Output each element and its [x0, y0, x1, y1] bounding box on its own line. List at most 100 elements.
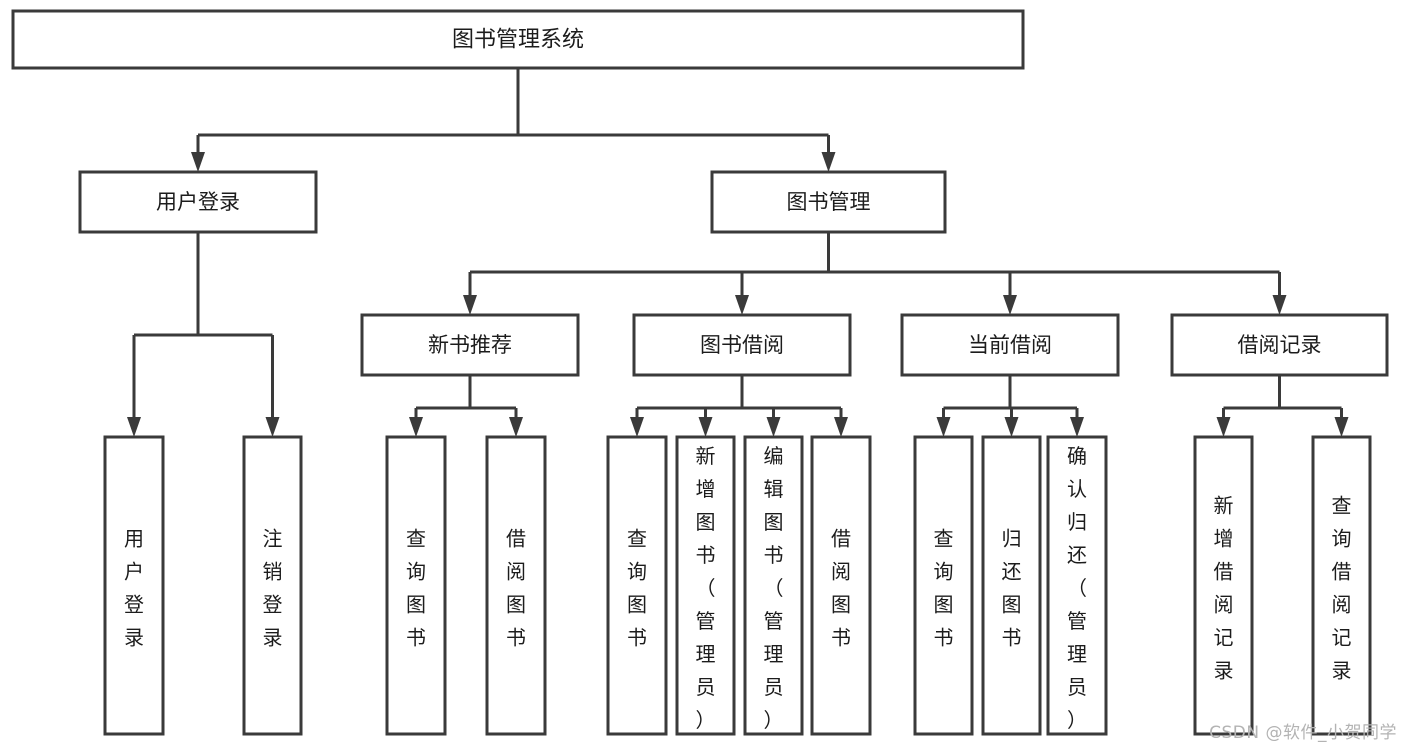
leaf-label-char: 询 [406, 560, 426, 584]
leaf-label-char: 新 [1214, 494, 1234, 518]
leaf-label-char: 图 [1002, 593, 1022, 617]
node-box[interactable] [606, 435, 668, 736]
leaf-label-char: 认 [1067, 477, 1087, 501]
leaf-label-char: 注 [263, 527, 283, 551]
leaf-label-char: 查 [1332, 494, 1352, 518]
node-box[interactable] [1046, 435, 1108, 736]
node-box[interactable] [485, 435, 547, 736]
node-box[interactable] [900, 313, 1120, 377]
leaf-label-char: 查 [627, 527, 647, 551]
node-root-title[interactable]: 图书管理系统 [11, 9, 1025, 70]
arrow-head-icon-return-book [1004, 417, 1019, 437]
node-label: 当前借阅 [968, 333, 1052, 357]
node-box[interactable] [103, 435, 165, 736]
arrow-head-icon-add-book-admin [698, 417, 713, 437]
leaf-label-char: 员 [764, 675, 784, 699]
leaf-label-char: 管 [1067, 609, 1087, 633]
leaf-label-char: 书 [506, 626, 526, 650]
leaf-label-char: 借 [506, 527, 526, 551]
leaf-label-char: 书 [406, 626, 426, 650]
node-box[interactable] [360, 313, 580, 377]
node-box[interactable] [913, 435, 974, 736]
leaf-label-char: 询 [934, 560, 954, 584]
node-box[interactable] [810, 435, 872, 736]
node-label: 借阅记录 [1238, 333, 1322, 357]
node-box[interactable] [11, 9, 1025, 70]
leaf-label-char: 增 [1214, 527, 1234, 551]
node-box[interactable] [1311, 435, 1372, 736]
arrow-head-icon-current-borrow [1003, 295, 1017, 315]
leaf-label-char: 户 [124, 560, 144, 584]
node-box[interactable] [981, 435, 1042, 736]
leaf-label-char: 登 [263, 593, 283, 617]
nodes-layer: 图书管理系统用户登录图书管理新书推荐图书借阅当前借阅借阅记录用户登录注销登录查询… [11, 9, 1389, 736]
node-box[interactable] [710, 170, 947, 234]
arrow-head-icon-borrow-book-action [834, 417, 848, 437]
leaf-label-char: 阅 [831, 560, 851, 584]
node-label: 图书借阅 [700, 333, 784, 357]
leaf-label-char: 员 [696, 675, 716, 699]
leaf-label-char: 归 [1002, 527, 1022, 551]
arrow-head-icon-query-book-borrow [630, 417, 644, 437]
node-label: 新书推荐 [428, 333, 512, 357]
node-box[interactable] [1170, 313, 1389, 377]
node-box[interactable] [385, 435, 447, 736]
leaf-label-char: 录 [1214, 659, 1234, 683]
leaf-label-char: 借 [1332, 560, 1352, 584]
node-user-login[interactable]: 用户登录 [78, 170, 318, 234]
leaf-label-char: 询 [1332, 527, 1352, 551]
node-current-borrow[interactable]: 当前借阅 [900, 313, 1120, 377]
leaf-label-char: 用 [124, 527, 144, 551]
leaf-label-char: ） [1067, 708, 1087, 732]
leaf-label-char: 图 [764, 510, 784, 534]
leaf-label-char: 新 [696, 444, 716, 468]
watermark-label: CSDN @软件_小贺同学 [1209, 723, 1397, 743]
node-new-book-recommend[interactable]: 新书推荐 [360, 313, 580, 377]
leaf-label-char: 录 [1332, 659, 1352, 683]
leaf-label-char: 编 [764, 444, 784, 468]
node-box[interactable] [78, 170, 318, 234]
leaf-label-char: 查 [934, 527, 954, 551]
leaf-label-char: 记 [1214, 626, 1234, 650]
node-user-login-action[interactable]: 用户登录 [103, 435, 165, 736]
leaf-label-char: 理 [696, 642, 716, 666]
leaf-label-char: 录 [263, 626, 283, 650]
node-box[interactable] [632, 313, 852, 377]
node-borrow-record[interactable]: 借阅记录 [1170, 313, 1389, 377]
arrow-head-icon-query-book-current [936, 417, 951, 437]
leaf-label-char: 录 [124, 626, 144, 650]
arrow-head-icon-edit-book-admin [766, 417, 781, 437]
leaf-label-char: 书 [627, 626, 647, 650]
node-box[interactable] [242, 435, 303, 736]
arrow-head-icon-new-book-recommend [463, 295, 477, 315]
leaf-label-char: 图 [406, 593, 426, 617]
leaf-label-char: 借 [831, 527, 851, 551]
leaf-label-char: 确 [1067, 444, 1087, 468]
leaf-label-char: 增 [696, 477, 716, 501]
leaf-label-char: 员 [1067, 675, 1087, 699]
node-book-borrow[interactable]: 图书借阅 [632, 313, 852, 377]
node-box[interactable] [675, 435, 736, 736]
node-book-management[interactable]: 图书管理 [710, 170, 947, 234]
leaf-label-char: 理 [1067, 642, 1087, 666]
node-box[interactable] [1193, 435, 1254, 736]
node-box[interactable] [743, 435, 804, 736]
leaf-label-char: 书 [764, 543, 784, 567]
leaf-label-char: 登 [124, 593, 144, 617]
leaf-label-char: 归 [1067, 510, 1087, 534]
leaf-label-char: 阅 [1214, 593, 1234, 617]
